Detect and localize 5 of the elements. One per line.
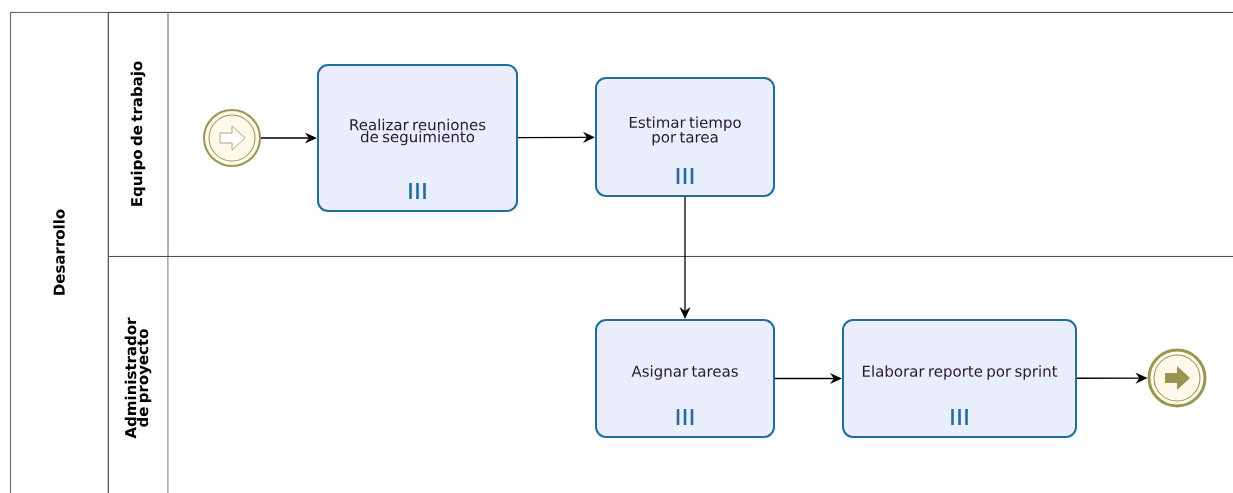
task-box: Asignar tareas bbox=[595, 319, 775, 438]
task-box: Realizar reuniones de seguimiento bbox=[317, 64, 518, 212]
task-box: Elaborar reporte por sprint bbox=[842, 319, 1077, 438]
task-box: Estimar tiempo por tarea bbox=[595, 77, 775, 197]
end-event-circle bbox=[1147, 348, 1207, 408]
